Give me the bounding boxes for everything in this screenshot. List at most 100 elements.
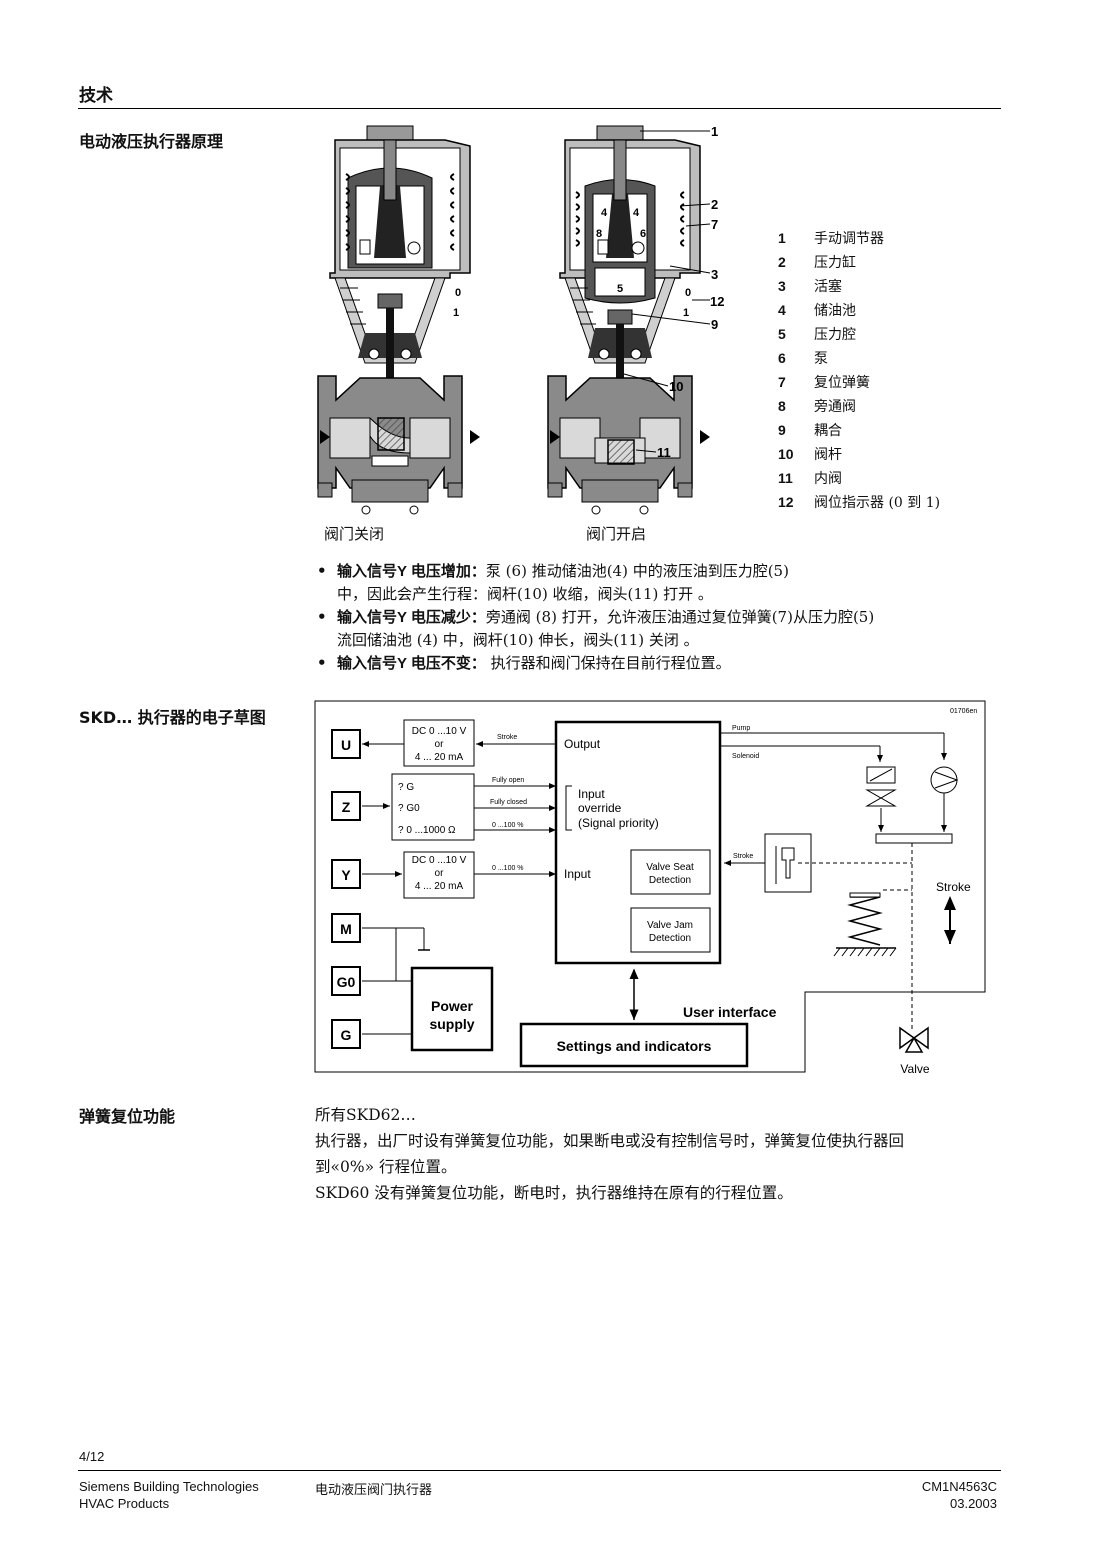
legend-number: 3 <box>778 278 786 294</box>
legend-text: 内阀 <box>814 471 842 487</box>
legend-item: 7 复位弹簧 <box>778 370 940 394</box>
legend-number: 7 <box>778 374 786 390</box>
legend-number: 9 <box>778 422 786 438</box>
bullet-text: 执行器和阀门保持在目前行程位置。 <box>485 654 731 672</box>
valve-jam-line: Valve Jam <box>647 920 693 931</box>
bullet-text: 泵 (6) 推动储油池(4) 中的液压油到压力腔(5) <box>485 562 789 580</box>
bullet-lead: 输入信号Y 电压不变： <box>337 655 486 672</box>
output-label: Output <box>564 737 601 751</box>
legend-text: 压力腔 <box>814 327 856 343</box>
input-percent-label: 0 ...100 % <box>492 865 524 872</box>
terminal-g-label: G <box>341 1027 352 1043</box>
power-supply-line: supply <box>429 1016 474 1032</box>
caption-valve-closed: 阀门关闭 <box>324 525 385 543</box>
legend-text: 储油池 <box>814 303 856 319</box>
bullet-voltage-increase: 输入信号Y 电压增加：泵 (6) 推动储油池(4) 中的液压油到压力腔(5) 中… <box>315 560 995 606</box>
callout-open-0: 0 <box>685 287 691 299</box>
footer-division: HVAC Products <box>79 1496 170 1511</box>
legend-item: 2 压力缸 <box>778 250 940 274</box>
valve-symbol <box>899 1026 916 1050</box>
input-signal-line: 4 ... 20 mA <box>415 881 464 892</box>
valve-jam-line: Detection <box>649 933 691 944</box>
settings-indicators-block <box>519 1022 749 1068</box>
override-option: ? G0 <box>398 803 420 814</box>
callout-open-4a: 4 <box>601 207 608 219</box>
terminal-m <box>331 913 361 943</box>
bullet-lead: 输入信号Y 电压减少： <box>337 609 486 626</box>
legend-number: 10 <box>778 446 794 462</box>
page-number: 4/12 <box>79 1449 105 1464</box>
fully-closed-label: Fully closed <box>490 799 527 806</box>
valve-seat-line: Detection <box>649 875 691 886</box>
stroke-feedback-label: Stroke <box>733 853 753 860</box>
valve-open-drawing: 4 4 8 6 5 0 1 <box>547 124 724 515</box>
spring-text-line: 执行器，出厂时设有弹簧复位功能，如果断电或没有控制信号时，弹簧复位使执行器回 <box>315 1132 905 1150</box>
legend-text: 阀杆 <box>814 447 842 463</box>
legend-text: 复位弹簧 <box>814 375 870 391</box>
callout-9: 9 <box>711 317 718 332</box>
section-title-spring-return: 弹簧复位功能 <box>79 1107 176 1126</box>
legend-number: 5 <box>778 326 786 342</box>
section-title-principle: 电动液压执行器原理 <box>79 132 224 151</box>
callout-2: 2 <box>711 197 718 212</box>
stroke-label-small: Stroke <box>497 734 517 741</box>
callout-12: 12 <box>710 294 724 309</box>
operation-bullets: 输入信号Y 电压增加：泵 (6) 推动储油池(4) 中的液压油到压力腔(5) 中… <box>315 560 995 675</box>
footer-company: Siemens Building Technologies <box>79 1479 259 1494</box>
legend-number: 6 <box>778 350 786 366</box>
terminal-g <box>331 1019 361 1049</box>
override-label-line: Input <box>578 787 605 801</box>
valve-closed-drawing: 0 1 <box>317 125 480 515</box>
valve-actuator-illustration: 0 1 4 4 <box>317 124 724 515</box>
footer-date: 03.2003 <box>950 1496 997 1511</box>
callout-3: 3 <box>711 267 718 282</box>
fully-open-label: Fully open <box>492 777 524 784</box>
legend-text: 手动调节器 <box>814 231 884 247</box>
legend-number: 2 <box>778 254 786 270</box>
spring-text-line: SKD60 没有弹簧复位功能，断电时，执行器维持在原有的行程位置。 <box>315 1184 793 1202</box>
legend-number: 11 <box>778 470 793 486</box>
valve-jam-detection-box <box>630 907 711 953</box>
callout-open-1b: 1 <box>683 307 689 319</box>
output-signal-box <box>403 719 475 767</box>
callout-open-8: 8 <box>596 228 602 240</box>
override-label-line: (Signal priority) <box>578 816 659 830</box>
callout-10: 10 <box>669 379 683 394</box>
input-signal-line: or <box>435 868 445 879</box>
bullet-voltage-unchanged: 输入信号Y 电压不变： 执行器和阀门保持在目前行程位置。 <box>315 652 995 675</box>
input-signal-line: DC 0 ...10 V <box>412 855 467 866</box>
input-signal-box <box>403 851 475 899</box>
section-title-schematic: SKD… 执行器的电子草图 <box>79 708 266 727</box>
legend-text: 旁通阀 <box>814 399 856 415</box>
caption-valve-open: 阀门开启 <box>586 525 647 543</box>
power-supply-block <box>410 966 494 1052</box>
figure-code: 01706en <box>950 708 977 715</box>
terminal-m-label: M <box>340 921 352 937</box>
stroke-label: Stroke <box>936 880 971 894</box>
override-box <box>391 773 475 841</box>
bullet-continuation: 中，因此会产生行程：阀杆(10) 收缩，阀头(11) 打开 。 <box>337 585 713 603</box>
terminal-y-label: Y <box>341 867 351 883</box>
valve-label: Valve <box>900 1062 929 1075</box>
output-signal-line: 4 ... 20 mA <box>415 752 464 763</box>
spring-text-line: 到«0%» 行程位置。 <box>315 1158 457 1176</box>
override-label-line: override <box>578 801 622 815</box>
footer-doc-number: CM1N4563C <box>921 1479 997 1494</box>
bullet-lead: 输入信号Y 电压增加： <box>337 563 486 580</box>
legend-text: 阀位指示器 (0 到 1) <box>814 495 941 511</box>
valve-seat-detection-box <box>630 849 711 895</box>
spring-return-description: 所有SKD62… 执行器，出厂时设有弹簧复位功能，如果断电或没有控制信号时，弹簧… <box>315 1102 995 1206</box>
callout-11: 11 <box>657 445 671 460</box>
legend-text: 压力缸 <box>814 255 856 271</box>
footer-doc-title: 电动液压阀门执行器 <box>315 1483 433 1498</box>
legend-text: 耦合 <box>814 423 842 439</box>
legend-text: 泵 <box>814 351 828 367</box>
valve-seat-line: Valve Seat <box>646 862 694 873</box>
solenoid-label: Solenoid <box>732 753 759 760</box>
